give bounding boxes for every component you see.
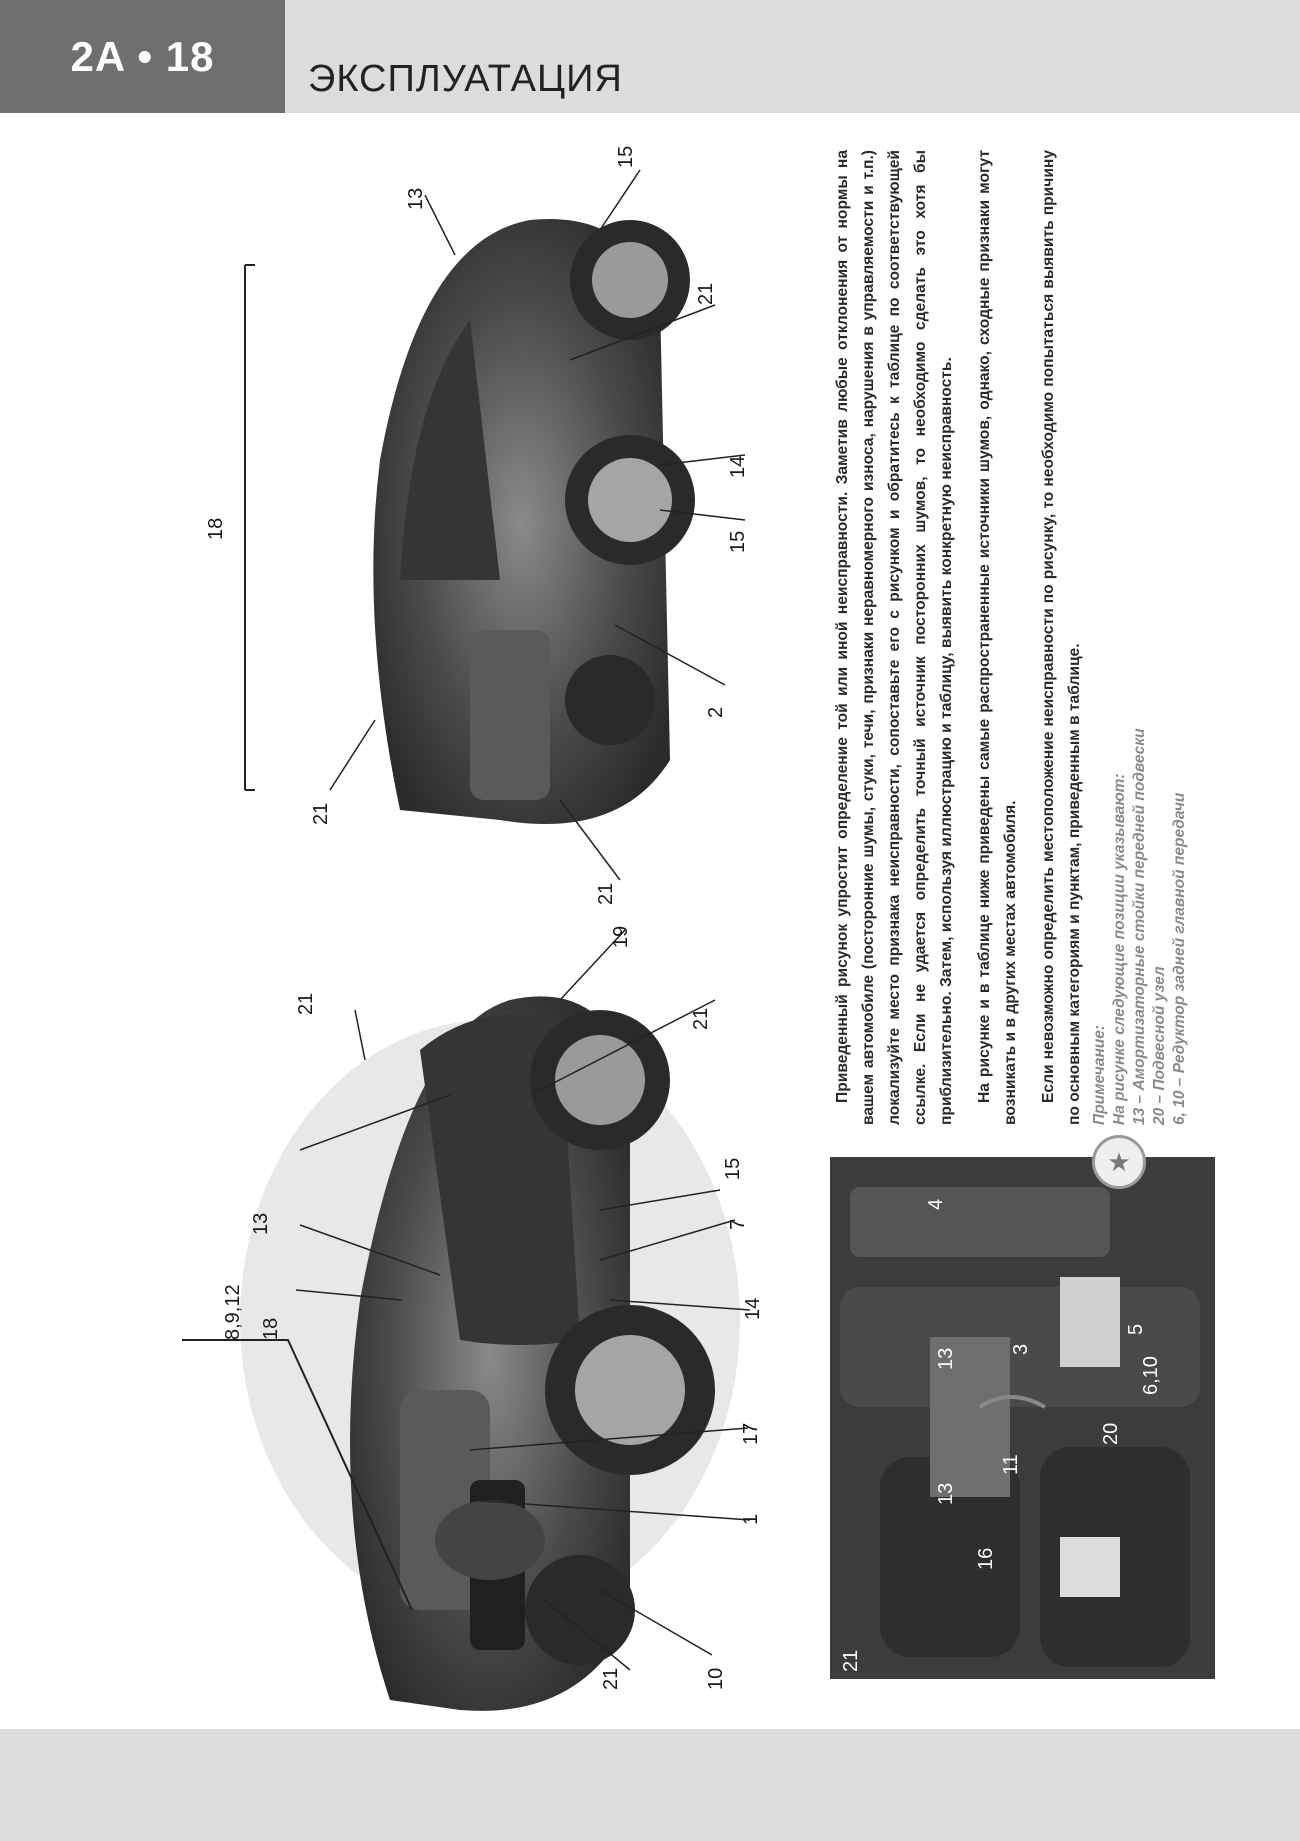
callout-front-7: 7 [727, 1218, 749, 1230]
note-title: Примечание: [1091, 1024, 1108, 1125]
callout-interior-4: 4 [925, 1198, 947, 1210]
note-intro: На рисунке следующие позиции указывают: [1111, 773, 1128, 1125]
callout-interior-13-left: 13 [935, 1482, 957, 1505]
callout-front-14: 14 [742, 1297, 764, 1320]
callout-front-21-right: 21 [690, 1007, 712, 1030]
callout-interior-5: 5 [1125, 1323, 1147, 1335]
callout-interior-3: 3 [1010, 1343, 1032, 1355]
callout-front-21-bottom: 21 [600, 1667, 622, 1690]
callout-interior-20: 20 [1100, 1422, 1122, 1445]
callout-rear-15-bottom: 15 [727, 530, 749, 553]
callout-front-10: 10 [705, 1667, 727, 1690]
car-rear-illustration [373, 219, 695, 824]
interior-photo-drawing [830, 1157, 1215, 1679]
page-number: 2A • 18 [0, 0, 285, 113]
callout-rear-2: 2 [705, 706, 727, 718]
callout-front-15: 15 [722, 1157, 744, 1180]
section-title: ЭКСПЛУАТАЦИЯ [308, 58, 623, 100]
callout-rear-14: 14 [727, 455, 749, 478]
lightbulb-icon: ★ [1092, 1135, 1146, 1189]
page-header: 2A • 18 ЭКСПЛУАТАЦИЯ [0, 0, 1300, 113]
paragraph-3: Если невозможно определить местоположени… [1040, 150, 1083, 1125]
callout-rear-21-left: 21 [310, 802, 332, 825]
callout-interior-13-right: 13 [935, 1347, 957, 1370]
callout-interior-21: 21 [840, 1649, 862, 1672]
callout-front-21-top: 21 [295, 992, 317, 1015]
interior-photo [830, 1157, 1215, 1679]
callout-rear-21: 21 [695, 282, 717, 305]
callout-front-19: 19 [610, 925, 632, 948]
paragraph-2: На рисунке и в таблице ниже приведены са… [976, 150, 1019, 1125]
note-item-1: 13 – Амортизаторные стойки передней подв… [1131, 728, 1148, 1125]
callout-interior-6-10: 6,10 [1140, 1356, 1162, 1395]
paragraph-1: Приведенный рисунок упростит определение… [834, 150, 955, 1125]
car-front-illustration [240, 996, 740, 1711]
callout-front-8-9-12: 8,9,12 [222, 1284, 244, 1340]
callout-rear-18: 18 [205, 517, 227, 540]
note-item-2: 20 – Подвесной узел [1151, 966, 1168, 1125]
callout-front-17: 17 [740, 1422, 762, 1445]
note-block: Примечание: На рисунке следующие позиции… [1090, 605, 1188, 1125]
note-item-3: 6, 10 – Редуктор задней главной передачи [1171, 792, 1188, 1125]
callout-interior-11: 11 [1000, 1454, 1022, 1475]
body-text: Приведенный рисунок упростит определение… [830, 150, 1100, 1125]
callout-front-18: 18 [260, 1317, 282, 1340]
callout-rear-13: 13 [405, 187, 427, 210]
callout-interior-16: 16 [975, 1547, 997, 1570]
callout-rear-21-bottom: 21 [595, 882, 617, 905]
page-footer [0, 1729, 1300, 1841]
callout-front-1: 1 [740, 1513, 762, 1525]
callout-front-13: 13 [250, 1212, 272, 1235]
callout-rear-15-top: 15 [615, 145, 637, 168]
